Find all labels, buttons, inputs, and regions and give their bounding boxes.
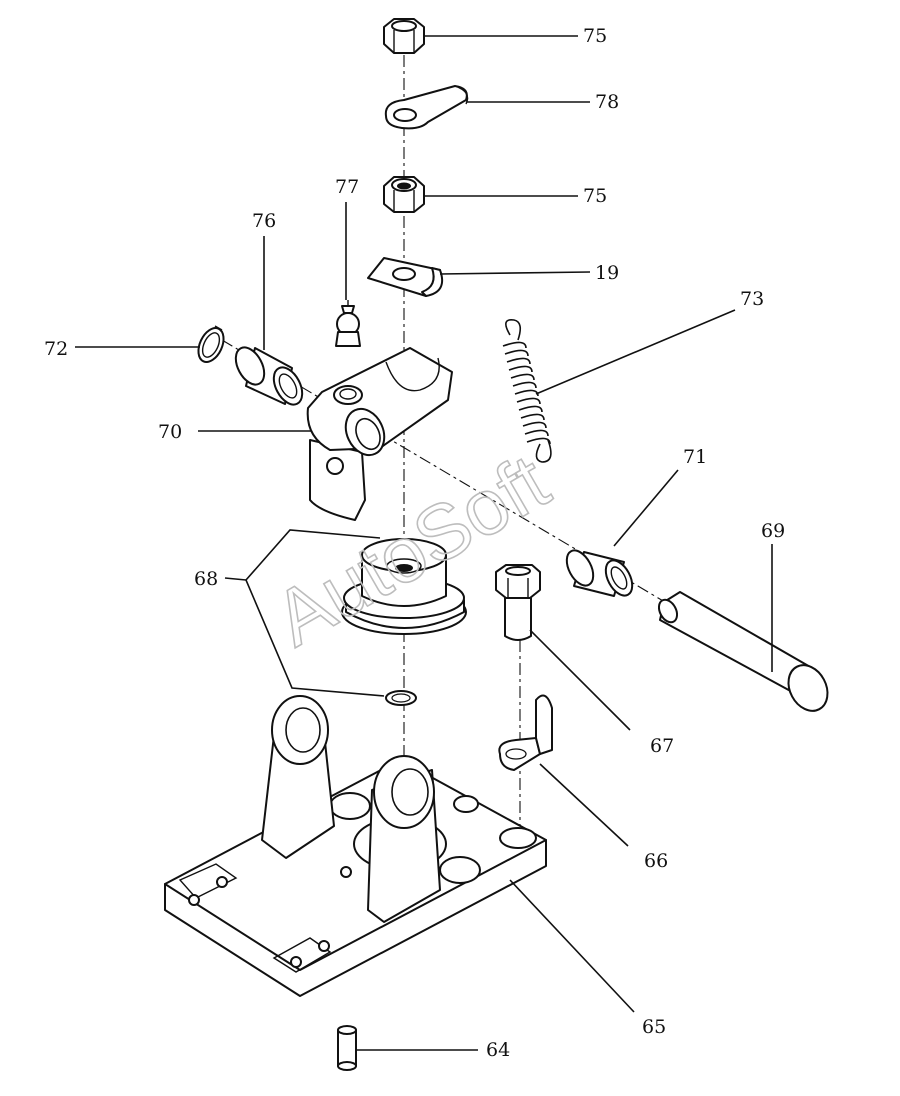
- callout-78: 78: [595, 91, 619, 113]
- callout-72: 72: [44, 338, 68, 360]
- callout-66: 66: [644, 850, 668, 872]
- part-77-grease-nipple: [335, 300, 361, 347]
- part-75-top-nut: [383, 18, 425, 54]
- part-69-pivot-pin: [657, 591, 829, 712]
- part-70-pivot-lever: [306, 347, 453, 521]
- part-68-washer: [385, 690, 417, 706]
- part-75-lower-nut: [383, 176, 425, 213]
- callout-75-lower: 75: [583, 185, 607, 207]
- callout-76: 76: [252, 210, 276, 232]
- part-67-hex-bolt: [495, 564, 541, 641]
- callout-70: 70: [158, 421, 182, 443]
- part-72-snap-ring: [197, 325, 225, 363]
- part-73-tension-spring: [502, 318, 552, 463]
- callout-68: 68: [194, 568, 218, 590]
- callout-labels: 75 78 77 75 76 19 73 72 70 71 69 68 67 6…: [44, 25, 785, 1061]
- part-68-collar: [341, 538, 467, 635]
- part-78-lock-washer: [384, 85, 469, 130]
- callout-65: 65: [642, 1016, 666, 1038]
- part-65-base-bracket: [164, 695, 547, 997]
- part-71-bushing: [565, 549, 634, 597]
- callout-69: 69: [761, 520, 785, 542]
- callout-71: 71: [683, 446, 707, 468]
- callout-77: 77: [335, 176, 359, 198]
- callout-64: 64: [486, 1039, 510, 1061]
- callout-75-top: 75: [583, 25, 607, 47]
- callout-73: 73: [740, 288, 764, 310]
- part-64-dowel-pin: [337, 1025, 357, 1071]
- part-76-bushing: [234, 346, 304, 406]
- part-19-tab-plate: [367, 257, 444, 297]
- part-66-angle-bracket: [498, 694, 553, 771]
- leader-lines: [75, 35, 773, 1051]
- callout-67: 67: [650, 735, 674, 757]
- callout-19: 19: [595, 262, 619, 284]
